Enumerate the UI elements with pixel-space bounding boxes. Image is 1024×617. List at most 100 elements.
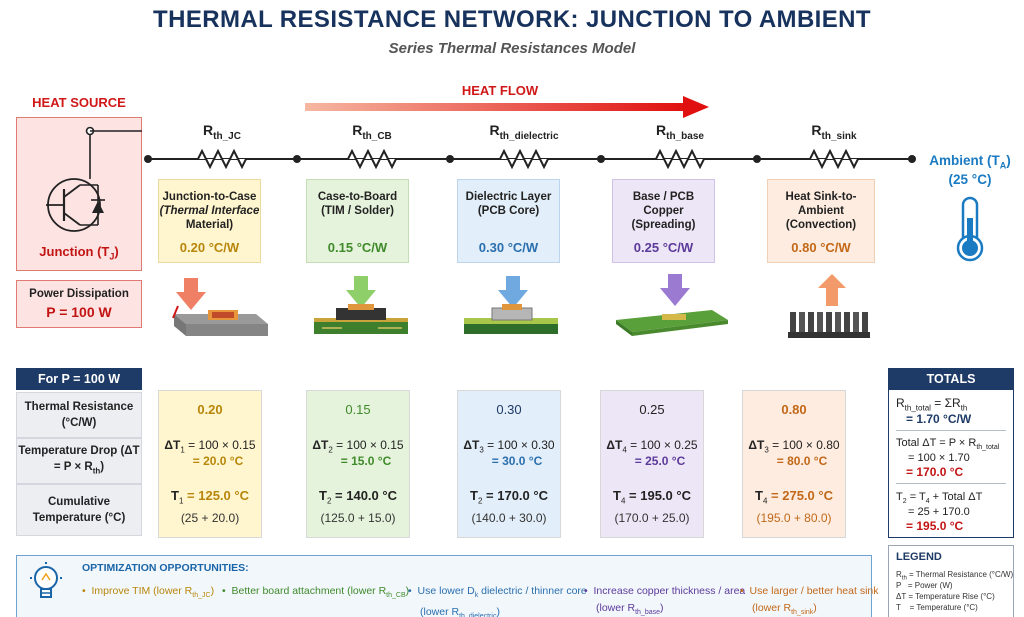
junction-label: Junction (TJ)	[39, 244, 119, 262]
cell-dt-formula-sink: ΔT3 = 100 × 0.80	[748, 438, 840, 455]
table-column-sink	[742, 390, 846, 538]
totals-t-formula: T2 = T4 + Total ΔT	[896, 491, 983, 506]
resistor-jc-icon	[190, 149, 254, 169]
heat-flow-label: HEAT FLOW	[461, 83, 539, 98]
transistor-icon	[46, 126, 142, 232]
cell-dt-result-dielectric: = 30.0 °C	[491, 454, 543, 468]
page-subtitle: Series Thermal Resistances Model	[388, 40, 636, 57]
row-label-temp-drop: Temperature Drop (ΔT = P × Rth)	[16, 438, 142, 484]
table-header: For P = 100 W	[16, 368, 142, 390]
totals-divider	[896, 483, 1006, 484]
row-label-resistance: Thermal Resistance (°C/W)	[16, 392, 142, 438]
stage-name-base: Base / PCB Copper(Spreading)	[631, 191, 696, 231]
stage-value-base: 0.25 °C/W	[633, 240, 694, 255]
resistor-name-jc: Rth_JC	[203, 122, 241, 142]
table-column-cb	[306, 390, 410, 538]
cell-cum-sum-cb: (125.0 + 15.0)	[320, 511, 396, 525]
pcb-dielectric-illustration-icon	[464, 276, 558, 334]
resistor-name-cb: Rth_CB	[352, 122, 392, 142]
cell-cum-sink: T4 = 275.0 °C	[755, 488, 833, 506]
ambient-label: Ambient (TA)	[929, 153, 1011, 171]
totals-r-value: = 1.70 °C/W	[906, 412, 972, 426]
totals-header: TOTALS	[888, 368, 1014, 390]
power-dissipation-box	[16, 280, 142, 328]
optimization-item-board: • Better board attachment (lower Rth_CB)	[222, 585, 410, 600]
power-dissipation-label: Power Dissipation	[29, 288, 129, 300]
cell-cum-sum-jc: (25 + 20.0)	[180, 511, 240, 525]
resistor-name-dielectric: Rth_dielectric	[489, 122, 559, 142]
heat-sink-illustration-icon	[788, 274, 870, 338]
legend-item: T = Temperature (°C)	[896, 603, 978, 612]
legend-item: ΔT = Temperature Rise (°C)	[896, 592, 995, 601]
cell-cum-dielectric: T2 = 170.0 °C	[470, 488, 548, 506]
table-column-jc	[158, 390, 262, 538]
optimization-title: OPTIMIZATION OPPORTUNITIES:	[82, 562, 249, 574]
optimization-item-tim: • Improve TIM (lower Rth_JC)	[82, 585, 215, 600]
heat-source-box	[16, 117, 142, 271]
stage-value-jc: 0.20 °C/W	[179, 240, 240, 255]
cell-dt-formula-base: ΔT4 = 100 × 0.25	[606, 438, 698, 455]
cell-dt-formula-jc: ΔT1 = 100 × 0.15	[164, 438, 256, 455]
resistor-name-base: Rth_base	[656, 122, 704, 142]
cell-dt-result-cb: = 15.0 °C	[340, 454, 392, 468]
stage-box-base	[612, 179, 715, 263]
table-column-base	[600, 390, 704, 538]
totals-dt-formula: Total ΔT = P × Rth_total	[896, 437, 1000, 452]
stage-box-sink	[767, 179, 875, 263]
cell-cum-sum-base: (170.0 + 25.0)	[614, 511, 690, 525]
cell-cum-cb: T2 = 140.0 °C	[319, 488, 397, 506]
cell-cum-sum-sink: (195.0 + 80.0)	[756, 511, 832, 525]
package-on-board-illustration-icon	[314, 276, 408, 334]
cell-cum-jc: T1 = 125.0 °C	[171, 488, 249, 506]
thermometer-icon	[956, 196, 984, 262]
page-title: THERMAL RESISTANCE NETWORK: JUNCTION TO …	[153, 6, 871, 33]
resistor-dielectric-icon	[492, 149, 556, 169]
totals-r-formula: Rth_total = ΣRth	[896, 396, 968, 413]
ambient-temperature: (25 °C)	[948, 172, 992, 187]
stage-name-sink: Heat Sink-to-Ambient(Convection)	[785, 191, 857, 231]
cell-dt-formula-cb: ΔT2 = 100 × 0.15	[312, 438, 404, 455]
optimization-item-heatsink: • Use larger / better heat sink(lower Rt…	[740, 585, 879, 617]
cell-dt-formula-dielectric: ΔT3 = 100 × 0.30	[463, 438, 555, 455]
heat-flow-arrow-icon	[305, 96, 709, 118]
cell-dt-result-base: = 25.0 °C	[634, 454, 686, 468]
stage-box-jc	[158, 179, 261, 263]
stage-name-cb: Case-to-Board(TIM / Solder)	[317, 191, 398, 217]
heat-source-label: HEAT SOURCE	[32, 95, 126, 110]
cell-dt-result-sink: = 80.0 °C	[776, 454, 828, 468]
resistor-name-sink: Rth_sink	[811, 122, 857, 142]
cell-resistance-jc: 0.20	[197, 402, 223, 417]
cell-resistance-cb: 0.15	[345, 402, 371, 417]
power-dissipation-value: P = 100 W	[46, 304, 112, 320]
cell-cum-base: T4 = 195.0 °C	[613, 488, 691, 506]
optimization-item-dielectric: • Use lower Dk dielectric / thinner core…	[408, 585, 587, 617]
legend-box	[888, 545, 1014, 617]
cell-resistance-sink: 0.80	[781, 402, 807, 417]
totals-box	[888, 368, 1014, 538]
totals-t-value: = 195.0 °C	[906, 519, 964, 533]
totals-dt-value: = 170.0 °C	[906, 465, 964, 479]
lightbulb-icon	[30, 562, 62, 598]
cell-dt-result-jc: = 20.0 °C	[192, 454, 244, 468]
row-label-cumulative: Cumulative Temperature (°C)	[16, 484, 142, 536]
resistor-base-icon	[648, 149, 712, 169]
stage-value-sink: 0.80 °C/W	[791, 240, 851, 255]
copper-base-illustration-icon	[616, 274, 728, 336]
resistor-sink-icon	[802, 149, 866, 169]
totals-t-expr: = 25 + 170.0	[908, 506, 970, 518]
cell-resistance-base: 0.25	[639, 402, 665, 417]
stage-name-dielectric: Dielectric Layer(PCB Core)	[465, 191, 552, 217]
legend-title: LEGEND	[896, 551, 942, 563]
table-column-dielectric	[457, 390, 561, 538]
chip-die-illustration-icon	[172, 278, 268, 336]
totals-dt-expr: = 100 × 1.70	[908, 452, 970, 464]
totals-divider	[896, 430, 1006, 431]
resistor-cb-icon	[340, 149, 404, 169]
optimization-box	[16, 555, 872, 617]
optimization-item-copper: • Increase copper thickness / area(lower…	[584, 585, 746, 617]
stage-value-dielectric: 0.30 °C/W	[478, 240, 539, 255]
cell-cum-sum-dielectric: (140.0 + 30.0)	[471, 511, 547, 525]
legend-item: Rth = Thermal Resistance (°C/W)	[896, 570, 1014, 582]
cell-resistance-dielectric: 0.30	[496, 402, 522, 417]
